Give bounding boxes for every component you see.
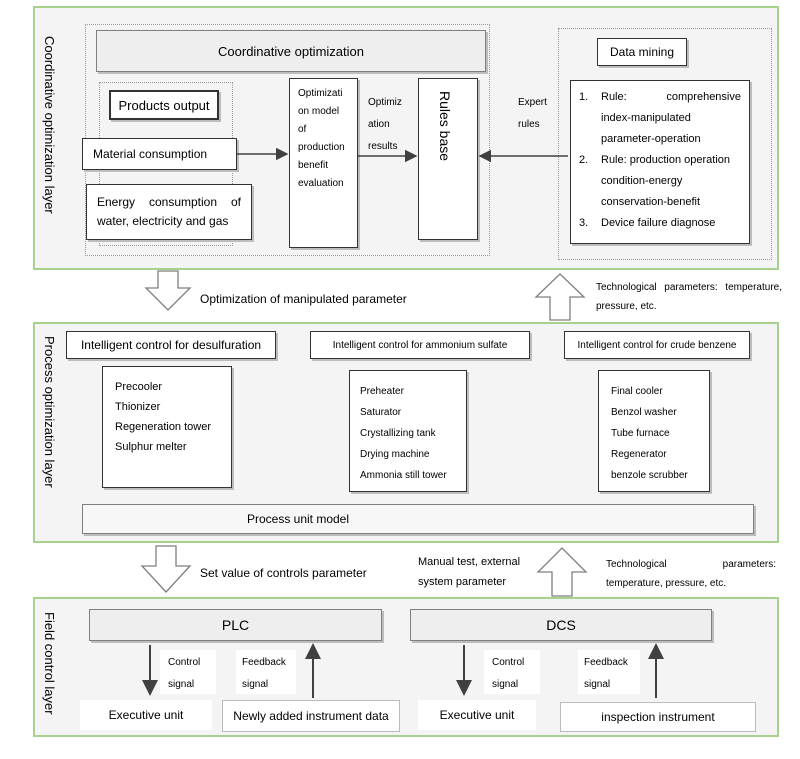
rules-base-box: Rules base — [418, 78, 478, 240]
benzene-units: Final cooler Benzol washer Tube furnace … — [598, 370, 710, 492]
plc-box: PLC — [89, 609, 382, 641]
desulfuration-title: Intelligent control for desulfuration — [66, 331, 276, 359]
desulfuration-units: Precooler Thionizer Regeneration tower S… — [102, 366, 232, 488]
benzene-title: Intelligent control for crude benzene — [564, 331, 750, 359]
list-item: Sulphur melter — [115, 441, 187, 453]
newly-added-instrument-box: Newly added instrument data — [222, 700, 400, 732]
rule-item: 2. Rule: production operation condition-… — [579, 154, 731, 208]
list-item: Regenerator — [611, 449, 667, 460]
inspection-instrument-box: inspection instrument — [560, 702, 756, 732]
list-item: Crystallizing tank — [360, 428, 436, 439]
manual-test-label: Manual test, external system parameter — [418, 556, 521, 588]
data-mining-title: Data mining — [597, 38, 687, 66]
block-arrow-up-top — [534, 273, 586, 321]
block-arrow-down-bottom — [140, 545, 192, 593]
dcs-executive-unit: Executive unit — [418, 700, 536, 730]
block-arrow-up-bottom — [536, 547, 588, 597]
list-item: Tube furnace — [611, 428, 670, 439]
list-item: benzole scrubber — [611, 470, 688, 481]
set-value-label: Set value of controls parameter — [200, 566, 367, 580]
list-item: Benzol washer — [611, 407, 677, 418]
list-item: Precooler — [115, 381, 163, 393]
process-unit-model-bar: Process unit model — [82, 504, 754, 534]
rule-item: 3. Device failure diagnose — [579, 217, 716, 229]
dcs-feedback-signal-label: Feedback signal — [578, 650, 640, 694]
coordinative-layer-label: Coordinative optimization layer — [42, 36, 57, 214]
optimization-manipulated-label: Optimization of manipulated parameter — [200, 292, 407, 306]
ammonium-title: Intelligent control for ammonium sulfate — [310, 331, 530, 359]
list-item: Final cooler — [611, 386, 663, 397]
block-arrow-down-top — [144, 270, 192, 311]
dcs-control-signal-label: Control signal — [484, 650, 540, 694]
process-layer-label: Process optimization layer — [42, 336, 57, 488]
plc-control-signal-label: Control signal — [160, 650, 216, 694]
list-item: Preheater — [360, 386, 404, 397]
list-item: Thionizer — [115, 401, 161, 413]
data-mining-frame — [558, 28, 772, 260]
ammonium-units: Preheater Saturator Crystallizing tank D… — [349, 370, 467, 492]
products-output-box: Products output — [109, 90, 219, 120]
coordinative-optimization-title: Coordinative optimization — [96, 30, 486, 72]
list-item: Drying machine — [360, 449, 430, 460]
rule-item: 1. Rule: comprehensive index-manipulated… — [579, 91, 741, 145]
list-item: Ammonia still tower — [360, 470, 447, 481]
data-mining-rules-box: 1. Rule: comprehensive index-manipulated… — [570, 80, 750, 244]
optimization-results-label: Optimiz ation results — [368, 97, 402, 152]
tech-params-top-label: Technological parameters: temperature, p… — [596, 282, 782, 312]
list-item: Saturator — [360, 407, 402, 418]
energy-consumption-box: Energy consumption of water, electricity… — [86, 184, 252, 240]
plc-feedback-signal-label: Feedback signal — [236, 650, 296, 694]
dcs-box: DCS — [410, 609, 712, 641]
plc-executive-unit: Executive unit — [80, 700, 212, 730]
expert-rules-label: Expert rules — [518, 97, 547, 130]
field-layer-label: Field control layer — [42, 612, 57, 715]
production-benefit-model-box: Optimizati on model of production benefi… — [289, 78, 358, 248]
material-consumption-box: Material consumption — [82, 138, 237, 170]
list-item: Regeneration tower — [115, 421, 212, 433]
tech-params-bottom-label: Technological parameters: temperature, p… — [606, 559, 776, 589]
